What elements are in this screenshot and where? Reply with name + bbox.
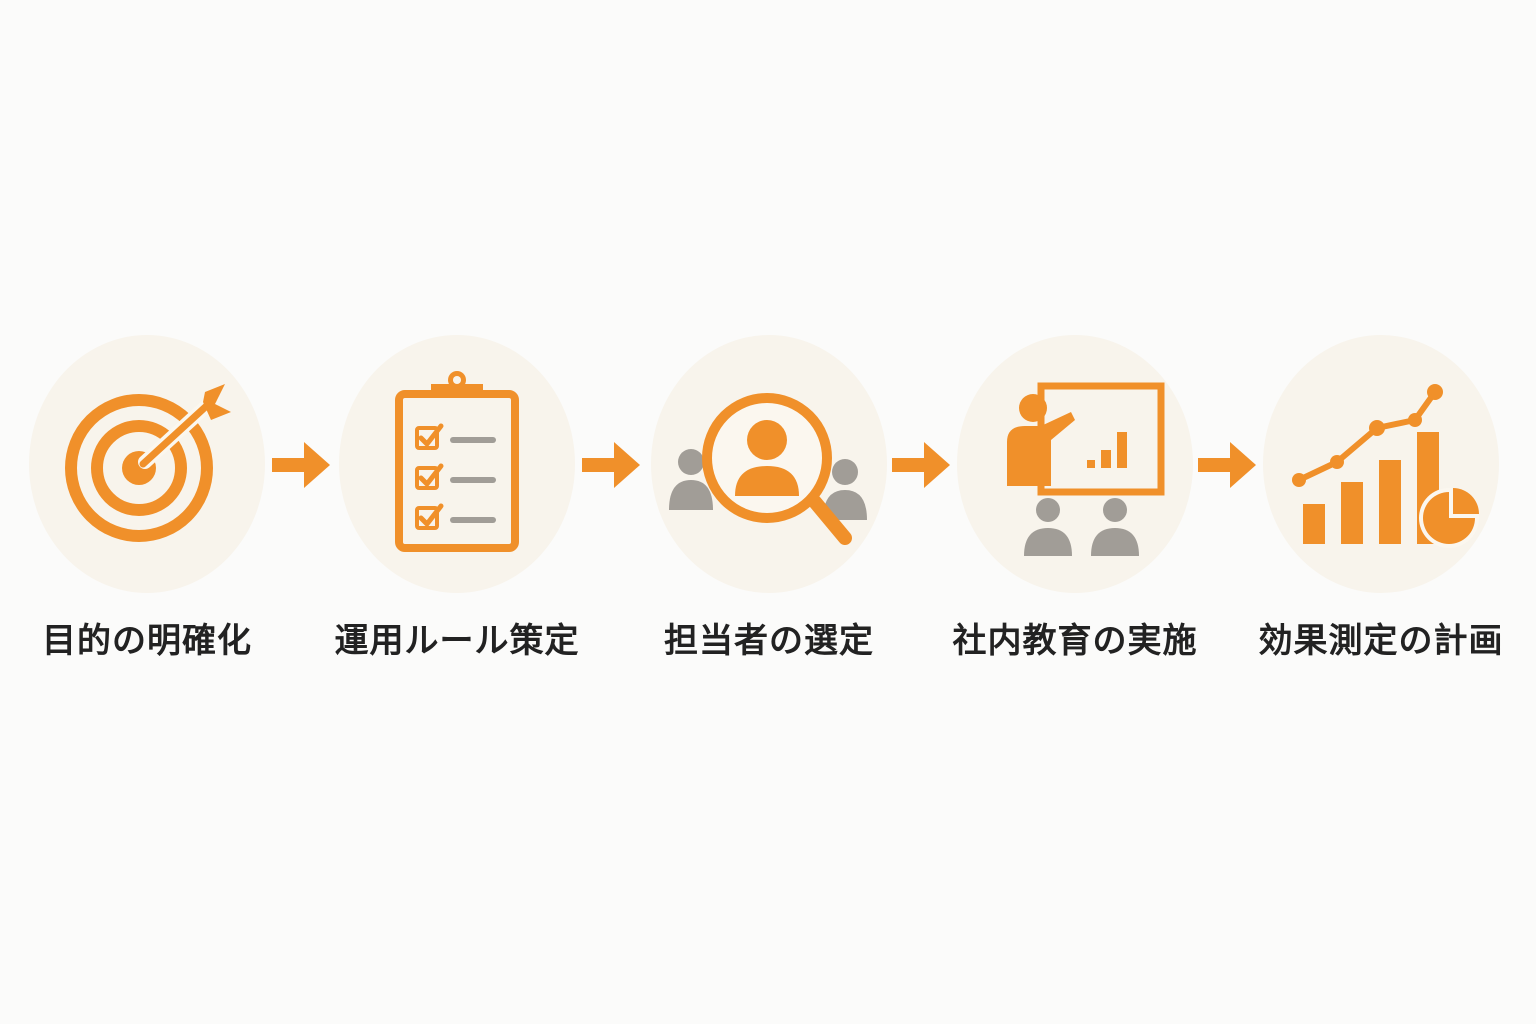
step-label: 社内教育の実施 [952, 621, 1198, 661]
growth-chart-icon [1292, 384, 1479, 548]
step-label: 担当者の選定 [664, 621, 874, 661]
arrow-right-icon [1198, 442, 1256, 488]
step-label: 運用ルール策定 [334, 621, 580, 661]
arrow-right-icon [272, 442, 330, 488]
step-3: 担当者の選定 [651, 335, 887, 665]
target-icon [65, 384, 231, 542]
arrow-right-icon [582, 442, 640, 488]
clipboard-checklist-icon [395, 371, 519, 552]
step-label: 効果測定の計画 [1258, 621, 1504, 661]
search-person-icon [669, 393, 867, 545]
step-5: 効果測定の計画 [1259, 335, 1503, 665]
presentation-icon [1007, 382, 1165, 556]
arrow-right-icon [892, 442, 950, 488]
step-1: 目的の明確化 [29, 335, 265, 665]
step-label: 目的の明確化 [42, 621, 252, 661]
step-circle [957, 335, 1193, 593]
step-2: 運用ルール策定 [335, 335, 579, 665]
step-4: 社内教育の実施 [953, 335, 1197, 665]
